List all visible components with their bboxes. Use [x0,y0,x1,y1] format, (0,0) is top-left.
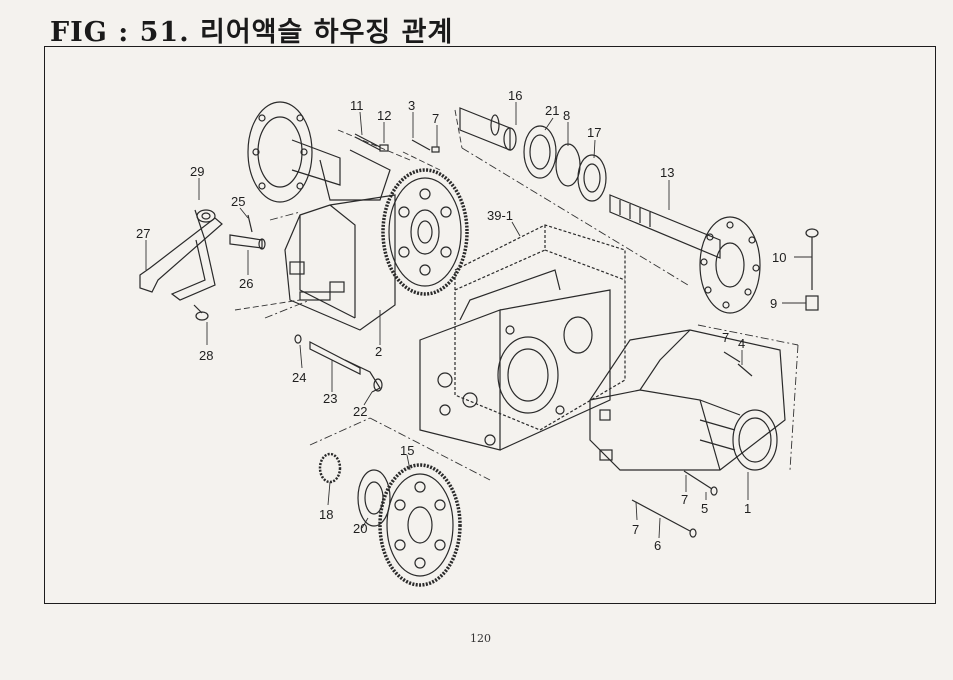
right-axle-shaft-drawing [609,194,761,314]
part-label: 18 [319,507,333,522]
part-label: 5 [701,501,708,516]
part-label: 2 [375,344,382,359]
page-title: FIG : 51. 리어액슬 하우징 관계 [50,17,454,48]
center-case-drawing [419,269,611,451]
part-label: 39-1 [487,208,513,223]
part-label: 28 [199,348,213,363]
part-label: 25 [231,194,245,209]
right-axle-housing-drawing [589,329,786,471]
dipstick-drawing [805,228,819,311]
part-label: 9 [770,296,777,311]
part-label: 27 [136,226,150,241]
page-number: 120 [470,632,491,645]
upper-gear-drawing [381,168,469,296]
part-label: 17 [587,125,601,140]
part-label: 26 [239,276,253,291]
part-label: 22 [353,404,367,419]
part-label: 16 [508,88,522,103]
part-label: 8 [563,108,570,123]
part-label: 6 [654,538,661,553]
part-label: 13 [660,165,674,180]
part-label: 7 [722,330,729,345]
bolts-drawing [354,133,753,538]
lower-gear-drawing [318,452,462,587]
center-case-outline [454,224,626,431]
drawing-frame [44,46,936,604]
part-label: 7 [632,522,639,537]
part-labels: 11 12 3 7 16 21 8 17 13 29 25 27 26 39-1… [136,88,786,553]
part-label: 20 [353,521,367,536]
part-label: 24 [292,370,306,385]
part-label: 10 [772,250,786,265]
part-label: 4 [738,336,745,351]
part-label: 3 [408,98,415,113]
part-label: 12 [377,108,391,123]
part-label: 23 [323,391,337,406]
lever-assembly-drawing [139,209,266,321]
part-label: 7 [681,492,688,507]
shaft-pin-drawing [294,334,383,393]
part-label: 11 [350,98,364,113]
part-label: 29 [190,164,204,179]
part-label: 1 [744,501,751,516]
part-label: 15 [400,443,414,458]
part-label: 21 [545,103,559,118]
left-axle-housing-drawing [247,101,396,331]
bearing-stack-drawing [459,107,607,202]
part-label: 7 [432,111,439,126]
